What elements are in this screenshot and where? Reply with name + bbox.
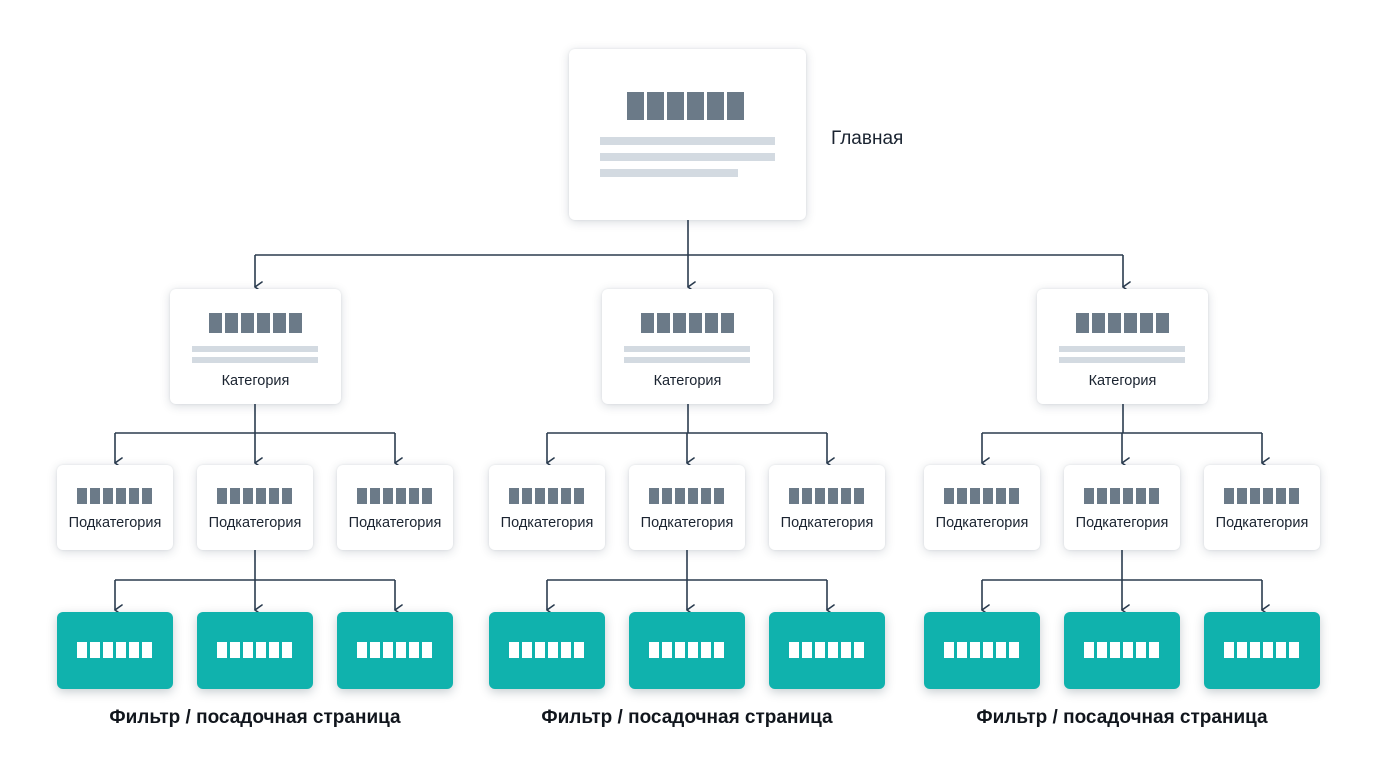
subcategory-card: Подкатегория (197, 465, 313, 550)
heading-placeholder (649, 488, 724, 504)
heading-placeholder (509, 642, 584, 658)
text-line-placeholder (192, 346, 318, 352)
category-card: Категория (170, 289, 341, 404)
heading-placeholder (509, 488, 584, 504)
text-line-placeholder (600, 137, 775, 145)
filter-landing-card (629, 612, 745, 689)
heading-placeholder (789, 488, 864, 504)
filter-landing-card (769, 612, 885, 689)
category-card: Категория (602, 289, 773, 404)
filter-landing-label: Фильтр / посадочная страница (976, 707, 1268, 728)
heading-placeholder (357, 642, 432, 658)
home-page-card (569, 49, 806, 220)
text-line-placeholder (624, 346, 750, 352)
heading-placeholder (944, 642, 1019, 658)
subcategory-card: Подкатегория (1204, 465, 1320, 550)
subcategory-label: Подкатегория (500, 515, 594, 531)
filter-landing-card (197, 612, 313, 689)
text-line-placeholder (600, 169, 738, 177)
heading-placeholder (209, 313, 302, 333)
heading-placeholder (641, 313, 734, 333)
heading-placeholder (217, 642, 292, 658)
heading-placeholder (1076, 313, 1169, 333)
filter-landing-card (337, 612, 453, 689)
subcategory-label: Подкатегория (935, 515, 1029, 531)
subcategory-card: Подкатегория (489, 465, 605, 550)
subcategory-label: Подкатегория (208, 515, 302, 531)
text-line-placeholder (624, 357, 750, 363)
subcategory-card: Подкатегория (57, 465, 173, 550)
heading-placeholder (1084, 642, 1159, 658)
category-label: Категория (653, 373, 722, 389)
filter-landing-card (57, 612, 173, 689)
category-label: Категория (1088, 373, 1157, 389)
category-card: Категория (1037, 289, 1208, 404)
subcategory-card: Подкатегория (1064, 465, 1180, 550)
filter-landing-label: Фильтр / посадочная страница (109, 707, 401, 728)
filter-landing-card (1204, 612, 1320, 689)
text-line-placeholder (600, 153, 775, 161)
subcategory-card: Подкатегория (629, 465, 745, 550)
subcategory-label: Подкатегория (780, 515, 874, 531)
heading-placeholder (944, 488, 1019, 504)
subcategory-card: Подкатегория (769, 465, 885, 550)
filter-landing-card (1064, 612, 1180, 689)
heading-placeholder (77, 488, 152, 504)
filter-landing-label: Фильтр / посадочная страница (541, 707, 833, 728)
subcategory-card: Подкатегория (924, 465, 1040, 550)
heading-placeholder (357, 488, 432, 504)
text-line-placeholder (1059, 346, 1185, 352)
heading-placeholder (217, 488, 292, 504)
category-label: Категория (221, 373, 290, 389)
filter-landing-card (489, 612, 605, 689)
text-line-placeholder (192, 357, 318, 363)
home-page-label: Главная (831, 128, 904, 149)
heading-placeholder (1084, 488, 1159, 504)
heading-placeholder (1224, 488, 1299, 504)
heading-placeholder (77, 642, 152, 658)
heading-placeholder (649, 642, 724, 658)
subcategory-card: Подкатегория (337, 465, 453, 550)
heading-placeholder (627, 92, 744, 120)
filter-landing-card (924, 612, 1040, 689)
subcategory-label: Подкатегория (1215, 515, 1309, 531)
text-line-placeholder (1059, 357, 1185, 363)
subcategory-label: Подкатегория (348, 515, 442, 531)
subcategory-label: Подкатегория (1075, 515, 1169, 531)
subcategory-label: Подкатегория (68, 515, 162, 531)
heading-placeholder (789, 642, 864, 658)
heading-placeholder (1224, 642, 1299, 658)
subcategory-label: Подкатегория (640, 515, 734, 531)
